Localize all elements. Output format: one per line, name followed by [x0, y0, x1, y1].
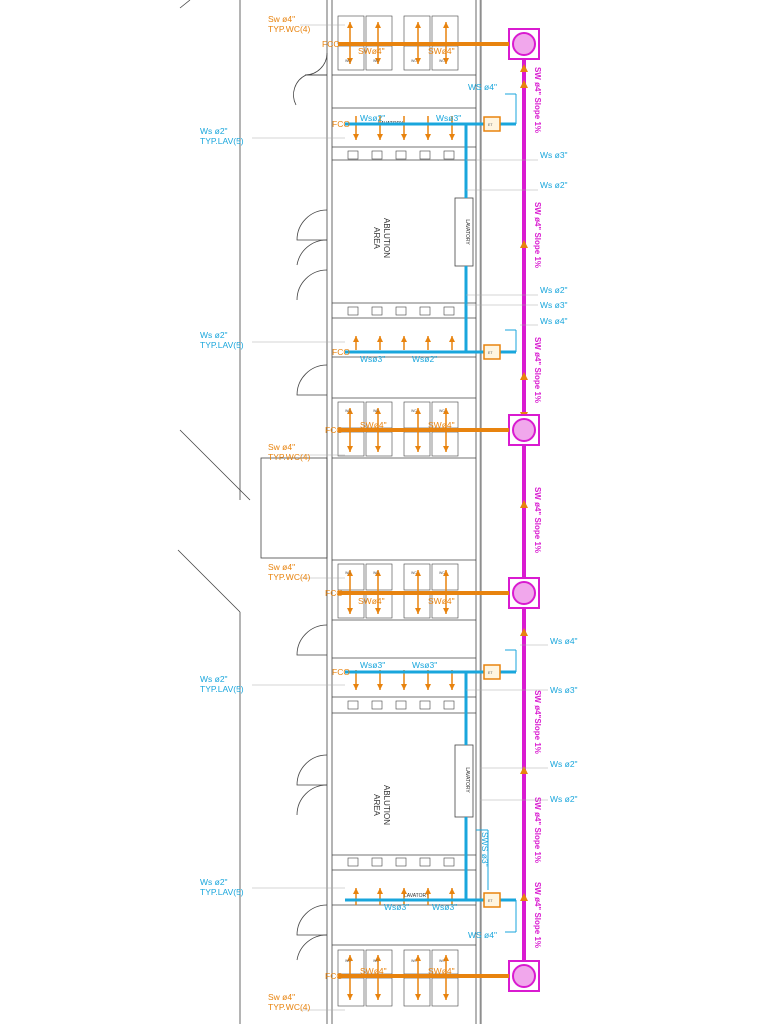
svg-text:WC: WC [411, 59, 417, 63]
swpipe-2a: SWø4" [360, 420, 387, 430]
swpipe-1a: SWø4" [358, 46, 385, 56]
ws3-right-2: Ws ø3" [540, 300, 568, 310]
typlav-3: TYP.LAV(5) [200, 684, 244, 694]
ablution-sub-2: AREA [372, 794, 381, 816]
wc-stalls-3 [337, 563, 459, 619]
swpipe-4a: SWø4" [360, 966, 387, 976]
fco-5: FCO [325, 588, 343, 598]
fco-7: FCO [325, 971, 343, 981]
svg-text:WC: WC [345, 959, 351, 963]
ws2-left-4: Ws ø2" [200, 877, 228, 887]
svg-text:WC: WC [439, 409, 445, 413]
swpipe-3b: SWø4" [428, 596, 455, 606]
leader-lines [252, 24, 548, 1011]
ws2-left-3: Ws ø2" [200, 674, 228, 684]
ws3-right-1: Ws ø3" [540, 150, 568, 160]
storm-label-3: SW ø4" Slope 1% [533, 337, 542, 403]
swpipe-2b: SWø4" [428, 420, 455, 430]
typlav-1: TYP.LAV(5) [200, 136, 244, 146]
ws3-vertical: SWS ø3" [480, 832, 490, 867]
sw-label-2: Sw ø4" [268, 442, 295, 452]
ws-inline-2a: Wsø3" [360, 354, 385, 364]
storm-label-6: SW ø4" Slope 1% [533, 797, 542, 863]
fco-1: FCO [322, 39, 340, 49]
ws3-right-3: Ws ø3" [550, 685, 578, 695]
et-label-2: ET [488, 351, 493, 355]
et-label-1: ET [488, 123, 493, 127]
lavatory-label-4: LAVATORY [404, 893, 430, 899]
svg-text:WC: WC [411, 409, 417, 413]
svg-text:WC: WC [411, 959, 417, 963]
fco-3: FCO [332, 347, 350, 357]
wc-labels: WC WC WC WC WC WC WC WC WC WC WC WC WC WC WC WC [345, 59, 445, 963]
ws2-right-1: Ws ø2" [540, 180, 568, 190]
typ-wc-2: TYP.WC(4) [268, 452, 311, 462]
ws-inline-1b: Wsø3" [436, 113, 461, 123]
et-label-4: ET [488, 899, 493, 903]
sw-label-1: Sw ø4" [268, 14, 295, 24]
soil-arrows [347, 22, 455, 1000]
fco-4: FCO [325, 425, 343, 435]
ws2-left-2: Ws ø2" [200, 330, 228, 340]
sinks [347, 150, 455, 867]
typlav-4: TYP.LAV(5) [200, 887, 244, 897]
storm-label-4: SW ø4" Slope 1% [533, 487, 542, 553]
lavatory-label-2: LAVATORY [464, 767, 470, 793]
swpipe-3a: SWø4" [358, 596, 385, 606]
svg-text:WC: WC [345, 59, 351, 63]
storm-label-1: SW ø4" Slope 1% [533, 67, 542, 133]
ws-inline-2b: Wsø2" [412, 354, 437, 364]
svg-text:WC: WC [373, 409, 379, 413]
storm-label-2: SW ø4" Slope 1% [533, 202, 542, 268]
et-label-3: ET [488, 671, 493, 675]
fco-6: FCO [332, 667, 350, 677]
architecture [177, 0, 482, 1024]
typ-wc-4: TYP.WC(4) [268, 1002, 311, 1012]
ws4-right-1: Ws ø4" [540, 316, 568, 326]
ablution-label-2: ABLUTION [382, 785, 391, 825]
lavatory-label-1: LAVATORY [464, 219, 470, 245]
swpipe-4b: SWø4" [428, 966, 455, 976]
water-lines [345, 93, 517, 933]
svg-text:WC: WC [345, 571, 351, 575]
ws4-top-1: WS ø4" [468, 82, 497, 92]
svg-text:WC: WC [411, 571, 417, 575]
et-boxes [483, 116, 501, 908]
storm-label-5: SW ø4"Slope 1% [533, 690, 542, 754]
ws-inline-4b: Wsø3" [432, 902, 457, 912]
ws2-right-2: Ws ø2" [540, 285, 568, 295]
ws2-right-4: Ws ø2" [550, 794, 578, 804]
ws4-bottom-1: WS ø4" [468, 930, 497, 940]
sw-label-3: Sw ø4" [268, 562, 295, 572]
svg-text:WC: WC [439, 571, 445, 575]
ws-inline-3a: Wsø3" [360, 660, 385, 670]
ws-inline-1a: Wsø2" [360, 113, 385, 123]
svg-text:WC: WC [439, 959, 445, 963]
svg-text:WC: WC [373, 959, 379, 963]
svg-text:WC: WC [373, 59, 379, 63]
typlav-2: TYP.LAV(5) [200, 340, 244, 350]
typ-wc-1: TYP.WC(4) [268, 24, 311, 34]
ws-inline-4a: Wsø3" [384, 902, 409, 912]
typ-wc-3: TYP.WC(4) [268, 572, 311, 582]
ws2-left-1: Ws ø2" [200, 126, 228, 136]
sw-label-4: Sw ø4" [268, 992, 295, 1002]
storm-label-7: SW ø4" Slope 1% [533, 882, 542, 948]
fco-2: FCO [332, 119, 350, 129]
ablution-sub-1: AREA [372, 227, 381, 249]
svg-text:WC: WC [439, 59, 445, 63]
ablution-label-1: ABLUTION [382, 218, 391, 258]
ws4-right-2: Ws ø4" [550, 636, 578, 646]
svg-text:WC: WC [373, 571, 379, 575]
ws2-right-3: Ws ø2" [550, 759, 578, 769]
swpipe-1b: SWø4" [428, 46, 455, 56]
ws-inline-3b: Wsø3" [412, 660, 437, 670]
svg-text:WC: WC [345, 409, 351, 413]
